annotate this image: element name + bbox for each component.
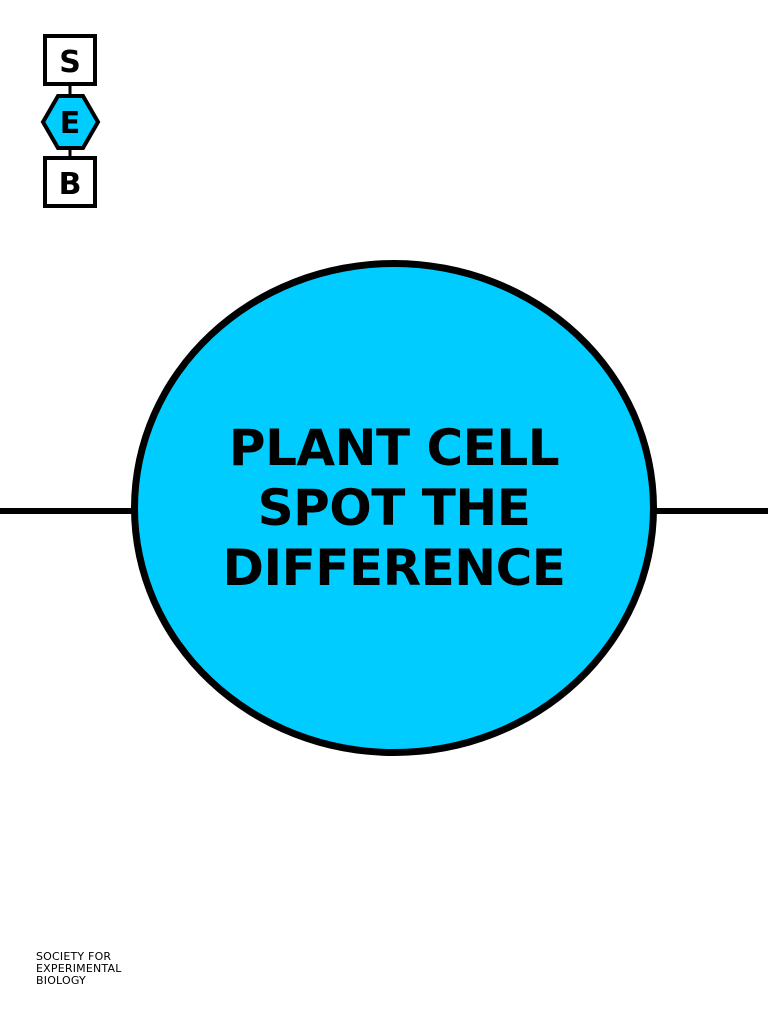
cover-title: PLANT CELL SPOT THE DIFFERENCE: [223, 418, 566, 598]
logo-letter-b: B: [59, 167, 82, 202]
logo-letter-s: S: [59, 45, 81, 80]
seb-logo-mark: S E B: [40, 34, 101, 208]
title-circle: PLANT CELL SPOT THE DIFFERENCE: [131, 260, 657, 756]
cover-title-line-3: DIFFERENCE: [222, 539, 566, 597]
logo-box-s: [43, 34, 97, 86]
cover-title-line-2: SPOT THE: [257, 479, 531, 537]
logo-letter-e: E: [60, 106, 81, 141]
logo-hexagon-e: [40, 94, 101, 150]
logo-box-b: [43, 156, 97, 208]
org-name-line-3: BIOLOGY: [36, 974, 86, 987]
cover-title-line-1: PLANT CELL: [228, 419, 560, 477]
org-name-line-2: EXPERIMENTAL: [36, 962, 122, 975]
seb-logo: S E B: [36, 32, 106, 212]
org-name-line-1: SOCIETY FOR: [36, 950, 112, 963]
org-name: SOCIETY FOR EXPERIMENTAL BIOLOGY: [36, 951, 122, 987]
